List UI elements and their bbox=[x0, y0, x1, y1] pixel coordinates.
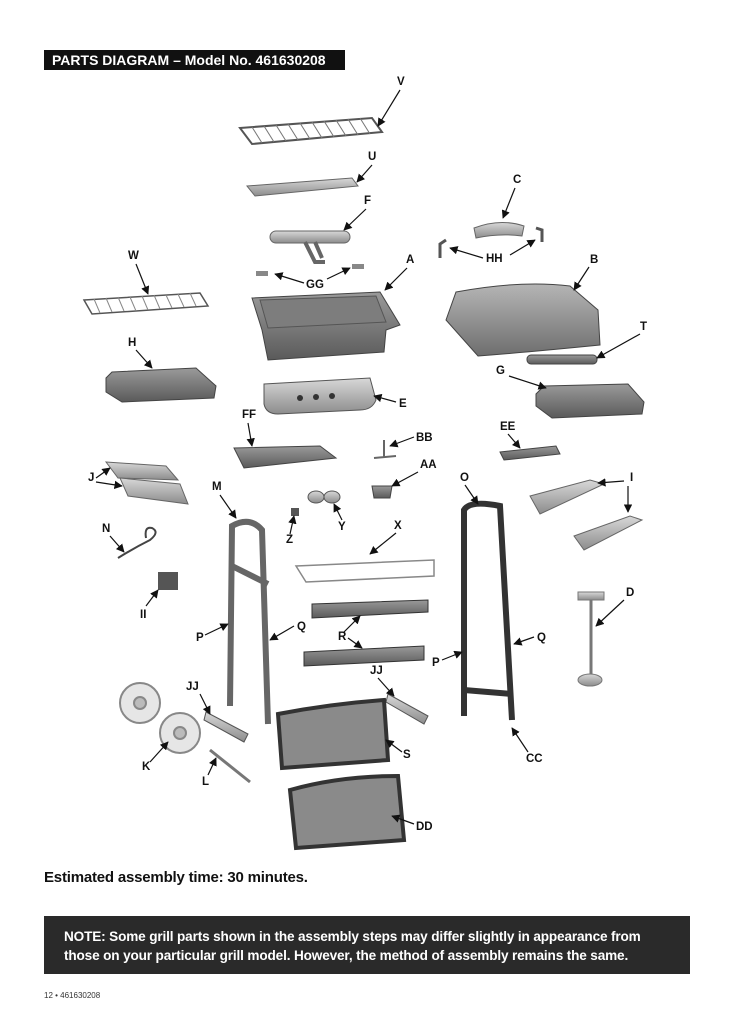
callout-W: W bbox=[128, 250, 139, 262]
callout-Z: Z bbox=[286, 534, 293, 546]
leg-brackets-part bbox=[203, 693, 429, 743]
callout-JJ-right: JJ bbox=[370, 665, 383, 677]
callout-X: X bbox=[394, 520, 402, 532]
callout-JJ-left: JJ bbox=[186, 681, 199, 693]
callout-M: M bbox=[212, 481, 222, 493]
callout-II: II bbox=[140, 609, 146, 621]
callout-J: J bbox=[88, 472, 94, 484]
callout-B: B bbox=[590, 254, 598, 266]
callout-U: U bbox=[368, 151, 376, 163]
regulator-part bbox=[577, 591, 605, 687]
axle-part bbox=[209, 748, 251, 784]
callout-V: V bbox=[397, 76, 405, 88]
callout-BB: BB bbox=[416, 432, 433, 444]
right-side-shelf-part bbox=[535, 383, 645, 419]
note-line-2: those on your particular grill model. Ho… bbox=[64, 948, 629, 963]
hinge-pins-part bbox=[438, 226, 544, 258]
bottom-tray-part bbox=[287, 773, 407, 851]
callout-Q-right: Q bbox=[537, 632, 546, 644]
igniter-part bbox=[373, 440, 397, 459]
callout-H: H bbox=[128, 337, 136, 349]
callout-K: K bbox=[142, 761, 151, 773]
tank-bracket-part bbox=[158, 572, 178, 590]
callout-AA: AA bbox=[420, 459, 437, 471]
callout-F: F bbox=[364, 195, 371, 207]
rack-hooks-part bbox=[499, 445, 561, 461]
grease-cup-part bbox=[371, 485, 393, 499]
heat-tent-part bbox=[246, 177, 359, 197]
tank-hook-part bbox=[117, 526, 157, 559]
bottom-wire-rack-part bbox=[294, 559, 435, 583]
callout-L: L bbox=[202, 776, 209, 788]
callout-HH: HH bbox=[486, 253, 503, 265]
right-shelf-brackets-part bbox=[529, 479, 644, 551]
lid-part bbox=[445, 283, 601, 357]
callout-I: I bbox=[630, 472, 633, 484]
callout-C: C bbox=[513, 174, 521, 186]
note-line-1: NOTE: Some grill parts shown in the asse… bbox=[64, 929, 641, 944]
left-side-shelf-part bbox=[105, 367, 217, 403]
warming-rack-part bbox=[82, 292, 210, 315]
page-footer: 12 • 461630208 bbox=[44, 991, 101, 1000]
callout-GG: GG bbox=[306, 279, 324, 291]
callout-P-right: P bbox=[432, 657, 440, 669]
page-title: PARTS DIAGRAM – Model No. 461630208 bbox=[44, 50, 345, 70]
note-box: NOTE: Some grill parts shown in the asse… bbox=[44, 916, 690, 974]
wheels-part bbox=[119, 682, 201, 754]
callout-DD: DD bbox=[416, 821, 433, 833]
callout-D: D bbox=[626, 587, 634, 599]
cooking-grate-part bbox=[238, 116, 384, 146]
assembly-time: Estimated assembly time: 30 minutes. bbox=[44, 869, 308, 886]
callout-CC: CC bbox=[526, 753, 543, 765]
bottom-shelf-part bbox=[275, 697, 391, 771]
callout-Y: Y bbox=[338, 521, 346, 533]
burner-part bbox=[269, 230, 351, 264]
left-shelf-brackets-part bbox=[104, 461, 189, 505]
callout-G: G bbox=[496, 365, 505, 377]
callout-E: E bbox=[399, 398, 407, 410]
callout-EE: EE bbox=[500, 421, 516, 433]
control-panel-bracket-part bbox=[233, 445, 338, 469]
control-knobs-part bbox=[291, 490, 341, 516]
callout-O: O bbox=[460, 472, 469, 484]
callout-N: N bbox=[102, 523, 110, 535]
firebox-part bbox=[251, 291, 401, 361]
right-leg-frame-part bbox=[461, 500, 515, 721]
burner-screws-part bbox=[256, 264, 364, 276]
callout-P-left: P bbox=[196, 632, 204, 644]
callout-FF: FF bbox=[242, 409, 256, 421]
callout-A: A bbox=[406, 254, 414, 266]
lid-handle-part bbox=[473, 222, 525, 239]
left-leg-frame-part bbox=[227, 518, 271, 725]
callout-T: T bbox=[640, 321, 647, 333]
callout-Q-left: Q bbox=[297, 621, 306, 633]
callout-S: S bbox=[403, 749, 411, 761]
lid-heat-shield-part bbox=[526, 354, 598, 365]
callout-R: R bbox=[338, 631, 347, 643]
control-panel-part bbox=[263, 377, 377, 415]
front-back-panels-part bbox=[303, 599, 429, 667]
